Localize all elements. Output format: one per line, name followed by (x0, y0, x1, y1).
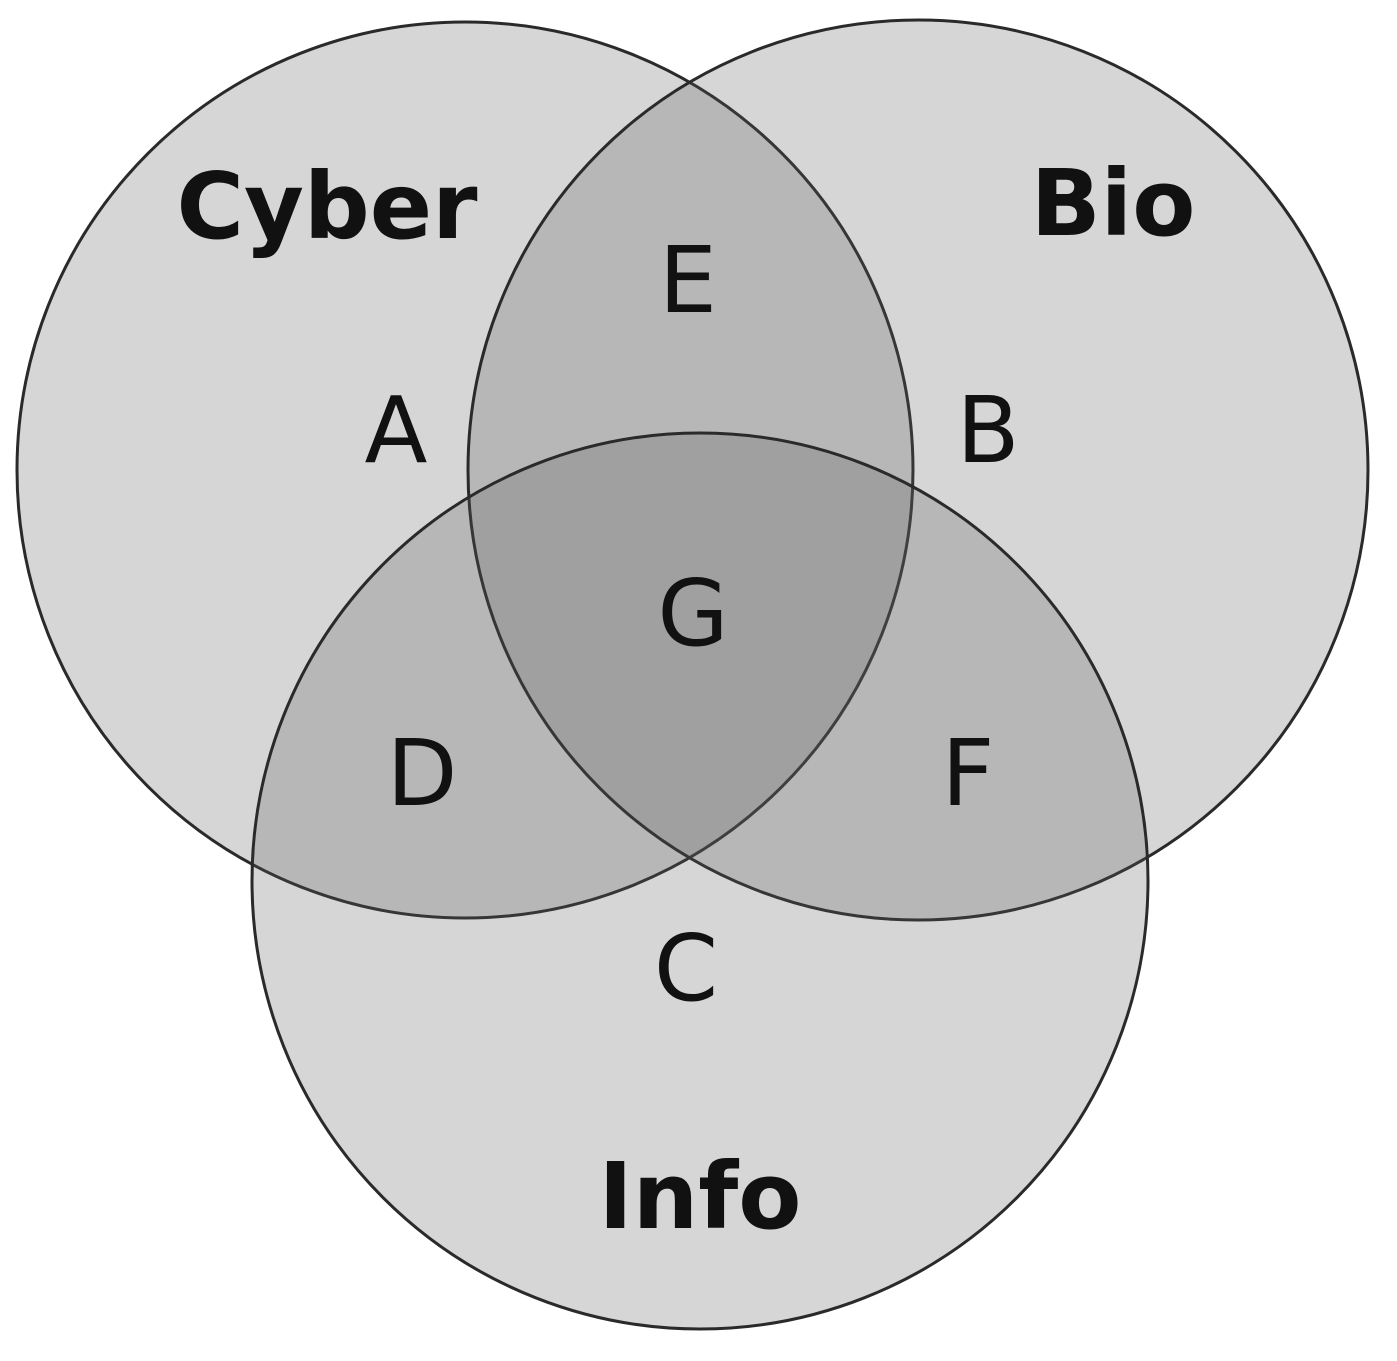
set-label-bio: Bio (1031, 150, 1196, 257)
region-label-e: E (659, 227, 717, 334)
set-label-info: Info (599, 1143, 802, 1250)
region-label-d: D (387, 720, 458, 827)
region-label-c: C (654, 915, 718, 1022)
circle-bio (466, 18, 1370, 922)
region-label-b: B (956, 377, 1019, 484)
region-label-g: G (657, 560, 728, 667)
set-label-cyber: Cyber (176, 153, 478, 260)
circle-info (250, 431, 1150, 1331)
circle-cyber (15, 20, 915, 920)
region-label-f: F (942, 720, 995, 827)
region-label-a: A (365, 377, 428, 484)
